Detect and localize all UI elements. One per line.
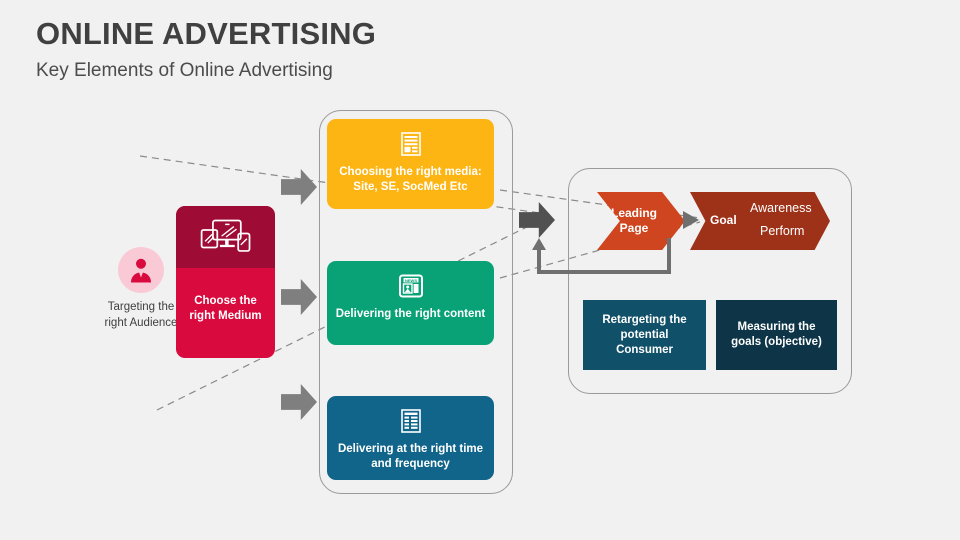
measuring-box[interactable]: Measuring the goals (objective)	[716, 300, 837, 370]
delivering-timing-card[interactable]: Delivering at the right time and frequen…	[327, 396, 494, 480]
schedule-grid-icon	[400, 409, 422, 433]
leading-page-label: Leading Page	[610, 206, 657, 235]
devices-icon	[176, 206, 275, 268]
goal-chevron[interactable]: Goal Awareness Perform	[690, 192, 830, 250]
retargeting-box[interactable]: Retargeting the potential Consumer	[583, 300, 706, 370]
newspaper-icon: NEWS	[398, 274, 424, 298]
choosing-media-card[interactable]: Choosing the right media: Site, SE, SocM…	[327, 119, 494, 209]
feedback-loop-arrow	[525, 238, 675, 278]
choose-medium-card[interactable]: Choose the right Medium	[176, 206, 275, 358]
person-icon	[118, 247, 164, 293]
right-arrow-icon	[281, 279, 317, 315]
middle-group-container	[319, 110, 513, 494]
page-subtitle: Key Elements of Online Advertising	[36, 60, 333, 81]
delivering-content-card[interactable]: NEWS Delivering the right content	[327, 261, 494, 345]
choosing-media-label: Choosing the right media: Site, SE, SocM…	[339, 166, 482, 193]
perform-label: Perform	[760, 224, 805, 238]
targeting-audience-group[interactable]: Targeting the right Audience	[104, 247, 178, 331]
goal-label: Goal	[710, 213, 737, 227]
delivering-timing-label: Delivering at the right time and frequen…	[337, 443, 484, 470]
retargeting-label: Retargeting the potential Consumer	[602, 313, 687, 356]
awareness-label: Awareness	[750, 201, 812, 215]
document-list-icon	[400, 132, 422, 156]
right-arrow-icon	[281, 384, 317, 420]
choose-medium-label: Choose the right Medium	[189, 295, 262, 322]
delivering-content-label: Delivering the right content	[335, 308, 486, 320]
audience-label: Targeting the right Audience	[104, 301, 178, 329]
right-group-container	[568, 168, 852, 394]
measuring-label: Measuring the goals (objective)	[731, 321, 822, 348]
svg-text:NEWS: NEWS	[405, 278, 417, 283]
page-title: ONLINE ADVERTISING	[36, 16, 377, 51]
right-arrow-icon	[519, 202, 555, 238]
right-arrow-icon	[281, 169, 317, 205]
